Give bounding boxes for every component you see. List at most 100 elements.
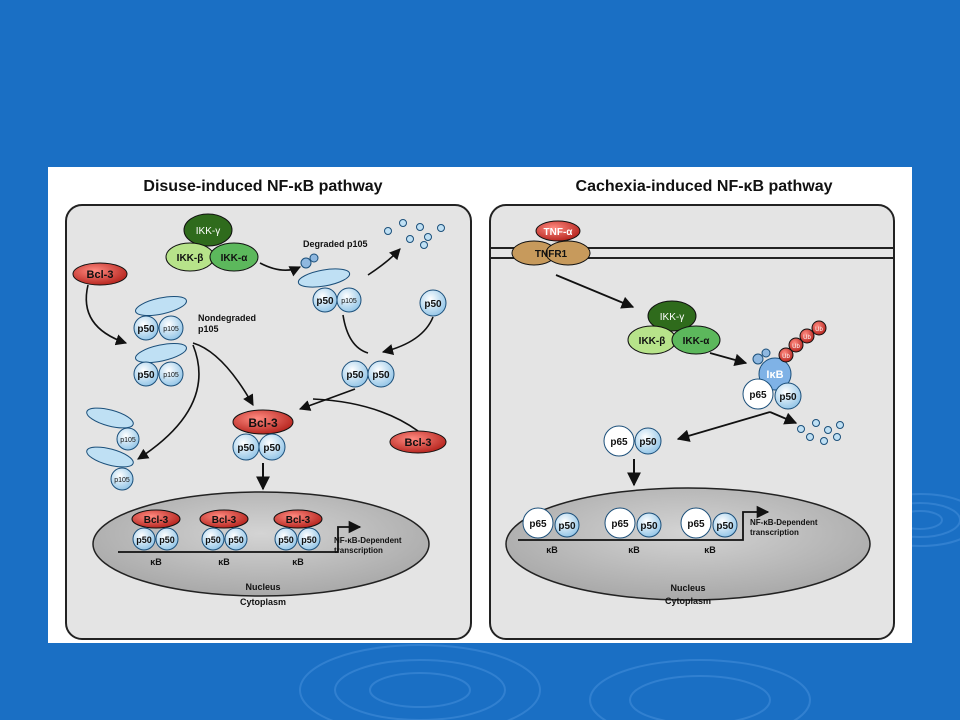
left-nondegraded-stack-2: p50 p105 <box>133 342 187 387</box>
left-nuc-p50-c1: p50 <box>278 535 294 545</box>
left-stack1-p50: p50 <box>137 324 155 335</box>
left-complex-bcl3-label: Bcl-3 <box>248 416 278 430</box>
right-kb-a: κB <box>546 545 558 555</box>
right-ub-4: Ub <box>815 327 823 333</box>
left-nuc-p50-c2: p50 <box>301 535 317 545</box>
right-receptor-arrow <box>555 274 635 309</box>
right-degradation-arrow <box>769 411 798 425</box>
left-degradation-arrow <box>367 248 401 276</box>
left-stack-to-bcl3-arrow <box>192 342 254 406</box>
left-kb-c: κB <box>292 557 304 567</box>
right-tnf-label: TNF-α <box>544 227 574 238</box>
right-nuc-p65-b: p65 <box>611 519 629 530</box>
left-free-p50-label: p50 <box>424 299 442 310</box>
left-nondegraded-label-2: p105 <box>198 324 219 334</box>
left-p50-path-b <box>381 316 434 355</box>
left-complex-p50-a: p50 <box>237 443 255 454</box>
left-dimer-p50-a: p50 <box>346 370 364 381</box>
left-bcl3-arrow <box>85 284 128 346</box>
right-ikk-complex: IKK-γ IKK-β IKK-α <box>627 300 721 355</box>
left-lower-p105-b: p105 <box>114 477 130 484</box>
right-nuc-p50-b: p50 <box>640 521 658 532</box>
right-ub-3: Ub <box>803 335 811 341</box>
right-nucleus-complexes: p65 p50 p65 p50 p65 p50 <box>522 507 738 539</box>
right-ikb-complex: IκB Ub Ub Ub Ub p65 p50 <box>742 320 827 410</box>
left-p50-p105-top: p50 p105 <box>297 253 362 313</box>
right-nucleus-label: Nucleus <box>670 583 705 593</box>
left-nondegraded-stack-1: p50 p105 <box>133 295 187 341</box>
left-stack2-p50: p50 <box>137 370 155 381</box>
left-top-p50-label: p50 <box>316 296 334 307</box>
left-nuc-p50-b2: p50 <box>228 535 244 545</box>
left-degraded-fragments <box>384 219 445 249</box>
right-cytoplasm-label: Cytoplasm <box>665 596 711 606</box>
right-dna-line <box>518 505 770 541</box>
left-bcl3-complex: Bcl-3 p50 p50 <box>232 409 294 461</box>
right-transcription-1: NF-κB-Dependent <box>750 518 818 527</box>
left-stack2-p105: p105 <box>163 372 179 379</box>
right-ikb-p65: p65 <box>749 390 767 401</box>
right-ikk-beta-label: IKK-β <box>639 336 666 347</box>
left-nucleus-complexes: Bcl-3 p50 p50 Bcl-3 p50 p50 Bcl-3 p50 p5… <box>131 509 323 551</box>
right-free-p50: p50 <box>639 437 657 448</box>
left-bcl3-right-label: Bcl-3 <box>405 437 432 449</box>
left-degraded-label: Degraded p105 <box>303 239 368 249</box>
left-bcl3-top <box>72 262 128 286</box>
right-release-arrow <box>676 411 771 442</box>
left-ikk-gamma-label: IKK-γ <box>196 226 220 237</box>
right-nuc-p50-a: p50 <box>558 521 576 532</box>
right-ikb-p50: p50 <box>779 392 797 403</box>
left-bcl3-right-path <box>312 398 419 432</box>
right-nuc-p50-c: p50 <box>716 521 734 532</box>
left-p105-lower-group: p105 p105 <box>86 407 140 491</box>
left-top-p105-label: p105 <box>341 298 357 305</box>
right-degraded-fragments <box>797 419 844 445</box>
left-nuc-p50-a1: p50 <box>136 535 152 545</box>
left-transcription-1: NF-κB-Dependent <box>334 536 402 545</box>
right-panel-title: Cachexia-induced NF-κB pathway <box>576 178 833 195</box>
left-cytoplasm-label: Cytoplasm <box>240 597 286 607</box>
left-free-p50 <box>419 289 447 317</box>
left-ikk-complex: IKK-γ IKK-β IKK-α <box>165 213 259 272</box>
left-p50-path-a <box>342 314 369 354</box>
left-p50-dimer: p50 p50 <box>341 360 395 388</box>
left-nuc-p50-b1: p50 <box>205 535 221 545</box>
left-bcl3-right <box>389 430 447 454</box>
left-lower-p105-a: p105 <box>120 437 136 444</box>
left-nuc-p50-a2: p50 <box>159 535 175 545</box>
right-free-p65: p65 <box>610 437 628 448</box>
right-free-p65-p50: p65 p50 <box>603 425 662 457</box>
right-tnf-alpha <box>535 220 581 242</box>
left-dimer-arrow <box>298 388 356 411</box>
right-ub-2: Ub <box>792 344 800 350</box>
left-nuc-bcl3-c: Bcl-3 <box>286 515 311 526</box>
left-ikk-beta-label: IKK-β <box>177 253 204 264</box>
left-ikk-arrow <box>259 262 302 277</box>
right-kb-b: κB <box>628 545 640 555</box>
left-dimer-p50-b: p50 <box>372 370 390 381</box>
left-bcl3-top-label: Bcl-3 <box>87 269 114 281</box>
right-kb-c: κB <box>704 545 716 555</box>
pathway-figure: Disuse-induced NF-κB pathway IKK-γ IKK-β… <box>48 167 912 643</box>
left-nuc-bcl3-a: Bcl-3 <box>144 515 169 526</box>
pathway-diagram: Disuse-induced NF-κB pathway IKK-γ IKK-β… <box>65 178 895 640</box>
right-ikb-label: IκB <box>766 369 783 381</box>
right-ub-1: Ub <box>782 354 790 360</box>
right-nucleus <box>505 487 871 601</box>
right-transcription-2: transcription <box>750 528 799 537</box>
left-stack1-p105: p105 <box>163 326 179 333</box>
right-nuc-p65-a: p65 <box>529 519 547 530</box>
right-ikk-alpha-label: IKK-α <box>683 336 711 347</box>
left-kb-a: κB <box>150 557 162 567</box>
left-transcription-2: transcription <box>334 546 383 555</box>
left-ikk-alpha-label: IKK-α <box>221 253 249 264</box>
right-nuc-p65-c: p65 <box>687 519 705 530</box>
right-ikk-gamma-label: IKK-γ <box>660 312 684 323</box>
left-kb-b: κB <box>218 557 230 567</box>
left-nondegraded-label-1: Nondegraded <box>198 313 256 323</box>
left-nuc-bcl3-b: Bcl-3 <box>212 515 237 526</box>
right-tnfr1-label: TNFR1 <box>535 249 568 260</box>
left-complex-p50-b: p50 <box>263 443 281 454</box>
left-nucleus-label: Nucleus <box>245 582 280 592</box>
left-dna-line <box>118 520 362 553</box>
